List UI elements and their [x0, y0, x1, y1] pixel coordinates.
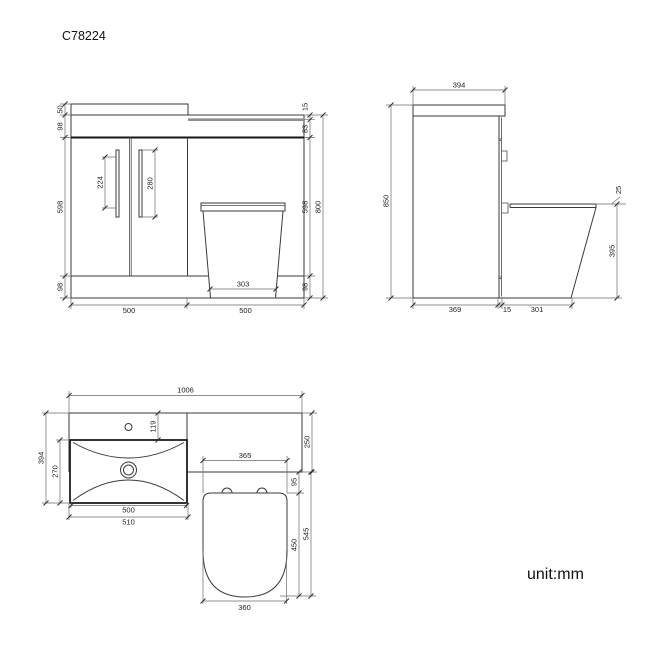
dim-front-door-height-left: 598 — [56, 201, 65, 214]
vanity-toilet-front-outline — [70, 103, 305, 299]
dim-seat-length: 450 — [290, 539, 299, 552]
seat-hinge-profile — [501, 202, 509, 214]
basin-plan-outline — [69, 423, 188, 504]
dim-front-top-band-right: 83 — [301, 125, 310, 133]
dim-front-vanity-width: 500 — [123, 306, 136, 315]
dim-basin-inner-depth: 270 — [51, 465, 60, 478]
left-door-handle — [115, 149, 120, 218]
unit-label: unit:mm — [527, 566, 584, 583]
counter-plan-outline — [68, 412, 303, 473]
dim-front-countertop-height: 50 — [56, 105, 65, 113]
dim-counter-depth: 250 — [303, 436, 312, 449]
dim-front-wc-width: 500 — [239, 306, 252, 315]
right-door-handle — [138, 149, 143, 218]
toilet-side-outline — [499, 203, 597, 299]
side-elevation-view: 394 850 25 395 369 15 301 — [382, 81, 626, 314]
dim-tap-hole-offset: 119 — [149, 421, 158, 433]
dim-toilet-base-width: 303 — [237, 280, 250, 289]
front-elevation-view: 50 98 598 98 15 83 598 98 800 500 500 22… — [56, 101, 328, 315]
toilet-front-outline — [200, 202, 286, 299]
dim-front-plinth-left: 98 — [56, 283, 65, 291]
dim-side-top-width: 394 — [453, 81, 466, 90]
dim-seat-height: 395 — [608, 245, 617, 258]
basin-drain — [120, 461, 137, 479]
dim-toilet-overhang: 301 — [531, 305, 544, 314]
dim-seat-width: 360 — [238, 603, 251, 612]
dim-basin-width: 500 — [122, 506, 135, 515]
dim-front-plinth-right: 98 — [301, 283, 310, 291]
dim-toilet-total-depth: 545 — [302, 528, 311, 541]
handle-side-profile — [501, 150, 508, 162]
toilet-plan-outline — [202, 456, 288, 598]
dim-front-top-band-left: 98 — [56, 122, 65, 130]
dim-seat-setback: 95 — [290, 478, 299, 486]
drawing-code: C78224 — [62, 29, 106, 43]
dim-front-worktop-thickness: 15 — [301, 103, 310, 111]
dim-left-handle: 224 — [96, 176, 105, 189]
dim-front-door-height-right: 598 — [301, 201, 310, 214]
dim-front-total-height: 800 — [314, 201, 323, 214]
dim-basin-outer-width: 510 — [122, 518, 135, 527]
dim-right-handle: 280 — [146, 177, 155, 190]
dim-plan-total-width: 1006 — [177, 386, 194, 395]
tap-hole — [124, 423, 133, 431]
dim-side-gap: 15 — [503, 305, 511, 314]
dim-basin-total-depth: 394 — [37, 452, 46, 465]
dim-cabinet-depth: 369 — [449, 305, 462, 314]
dim-side-total-height: 850 — [382, 195, 391, 208]
cabinet-side-outline — [412, 104, 509, 299]
seat-hinges — [221, 487, 268, 494]
dim-seat-thickness: 25 — [614, 186, 623, 194]
dim-toilet-back-width: 365 — [239, 451, 252, 460]
plan-view: 1006 250 394 270 119 500 510 365 95 450 … — [37, 386, 317, 612]
